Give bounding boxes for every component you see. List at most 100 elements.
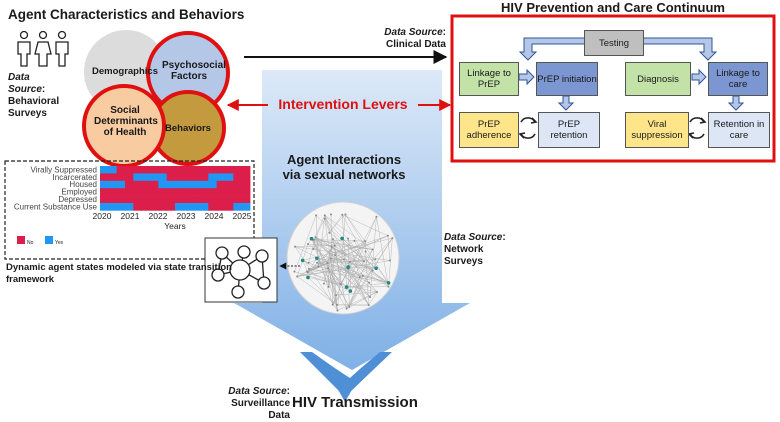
network-node xyxy=(343,258,345,260)
network-node xyxy=(327,262,329,264)
heatmap-cell xyxy=(217,203,226,211)
heatmap-cell xyxy=(233,166,242,174)
network-node xyxy=(368,304,370,306)
network-node xyxy=(332,238,334,240)
heatmap-cell xyxy=(142,203,151,211)
heatmap-cell xyxy=(133,188,142,196)
heatmap-cell xyxy=(158,196,167,204)
heatmap-cell xyxy=(133,173,142,181)
heatmap-x-label: Years xyxy=(164,221,185,231)
network-node xyxy=(308,268,310,270)
heatmap-cell xyxy=(225,196,234,204)
heatmap-cell xyxy=(133,196,142,204)
heatmap-cell xyxy=(200,188,209,196)
heatmap-cell xyxy=(225,173,234,181)
heatmap-cell xyxy=(133,166,142,174)
heatmap-cell xyxy=(225,166,234,174)
network-node xyxy=(347,238,349,240)
legend-no-label: No xyxy=(27,240,34,246)
heatmap-cell xyxy=(183,181,192,189)
heatmap-cell xyxy=(150,181,159,189)
venn-sdoh-label: Social Determinants of Health xyxy=(94,105,156,138)
heatmap-cell xyxy=(117,196,126,204)
heatmap-cell xyxy=(100,173,109,181)
network-node xyxy=(391,237,393,239)
heatmap-cell xyxy=(133,181,142,189)
legend-yes-label: Yes xyxy=(55,240,64,246)
heatmap-cell xyxy=(108,166,117,174)
heatmap-cell xyxy=(158,203,167,211)
heatmap-cell xyxy=(100,196,109,204)
heatmap-cell xyxy=(117,173,126,181)
diagnosis-box: Diagnosis xyxy=(625,62,691,96)
network-node xyxy=(368,282,370,284)
states-caption: Dynamic agent states modeled via state t… xyxy=(6,262,266,286)
network-node xyxy=(310,237,314,241)
agent-characteristics-title: Agent Characteristics and Behaviors xyxy=(8,7,244,22)
network-node xyxy=(335,294,337,296)
heatmap-cell xyxy=(233,173,242,181)
heatmap-x-tick: 2022 xyxy=(149,211,168,221)
heatmap-cell xyxy=(167,181,176,189)
heatmap-cell xyxy=(158,166,167,174)
network-node xyxy=(374,266,378,270)
retention-care-box: Retention in care xyxy=(708,112,770,148)
heatmap-cell xyxy=(133,203,142,211)
heatmap-x-tick: 2025 xyxy=(233,211,252,221)
network-surveys-text: Network Surveys xyxy=(444,244,483,267)
heatmap-cell xyxy=(100,188,109,196)
heatmap-cell xyxy=(158,173,167,181)
heatmap-cell xyxy=(167,166,176,174)
network-node xyxy=(346,308,348,310)
viral-suppression-box: Viral suppression xyxy=(625,112,689,148)
heatmap-cell xyxy=(150,203,159,211)
heatmap-cell xyxy=(242,196,251,204)
heatmap-cell xyxy=(175,203,184,211)
heatmap-cell xyxy=(208,181,217,189)
network-node xyxy=(389,259,391,261)
heatmap-cell xyxy=(242,188,251,196)
heatmap-cell xyxy=(158,188,167,196)
network-node xyxy=(315,256,319,260)
network-node xyxy=(296,276,298,278)
network-node xyxy=(387,286,389,288)
network-node xyxy=(364,240,366,242)
heatmap-cell xyxy=(200,203,209,211)
network-node xyxy=(316,262,318,264)
network-source: Data Source: Network Surveys xyxy=(444,232,508,268)
agent-interactions-title: Agent Interactions via sexual networks xyxy=(278,152,410,182)
heatmap-cell xyxy=(125,166,134,174)
heatmap-cell xyxy=(217,166,226,174)
network-node xyxy=(359,276,361,278)
network-node xyxy=(344,213,346,215)
surveillance-data-text: Surveillance Data xyxy=(231,398,290,421)
network-node xyxy=(374,258,376,260)
heatmap-cell xyxy=(183,196,192,204)
data-source-label: Data Source xyxy=(228,386,286,397)
network-node xyxy=(375,216,377,218)
heatmap-cell xyxy=(125,196,134,204)
network-node xyxy=(328,286,330,288)
network-node xyxy=(312,248,314,250)
behavioral-source: Data Source: Behavioral Surveys xyxy=(8,72,68,120)
heatmap-cell xyxy=(108,181,117,189)
data-source-label: Data Source xyxy=(444,232,502,243)
network-node xyxy=(345,285,349,289)
heatmap-cell xyxy=(142,166,151,174)
heatmap-cell xyxy=(217,181,226,189)
heatmap-cell xyxy=(175,173,184,181)
network-node xyxy=(323,283,325,285)
network-node xyxy=(332,304,334,306)
heatmap-cell xyxy=(217,188,226,196)
network-node xyxy=(331,246,333,248)
heatmap-cell xyxy=(242,166,251,174)
heatmap-cell xyxy=(100,181,109,189)
heatmap-cell xyxy=(108,188,117,196)
heatmap-cell xyxy=(117,203,126,211)
network-node xyxy=(372,270,374,272)
intervention-levers-label: Intervention Levers xyxy=(268,96,418,112)
network-node xyxy=(376,291,378,293)
heatmap-cell xyxy=(200,196,209,204)
people-icon xyxy=(18,32,68,67)
heatmap-cell xyxy=(158,181,167,189)
